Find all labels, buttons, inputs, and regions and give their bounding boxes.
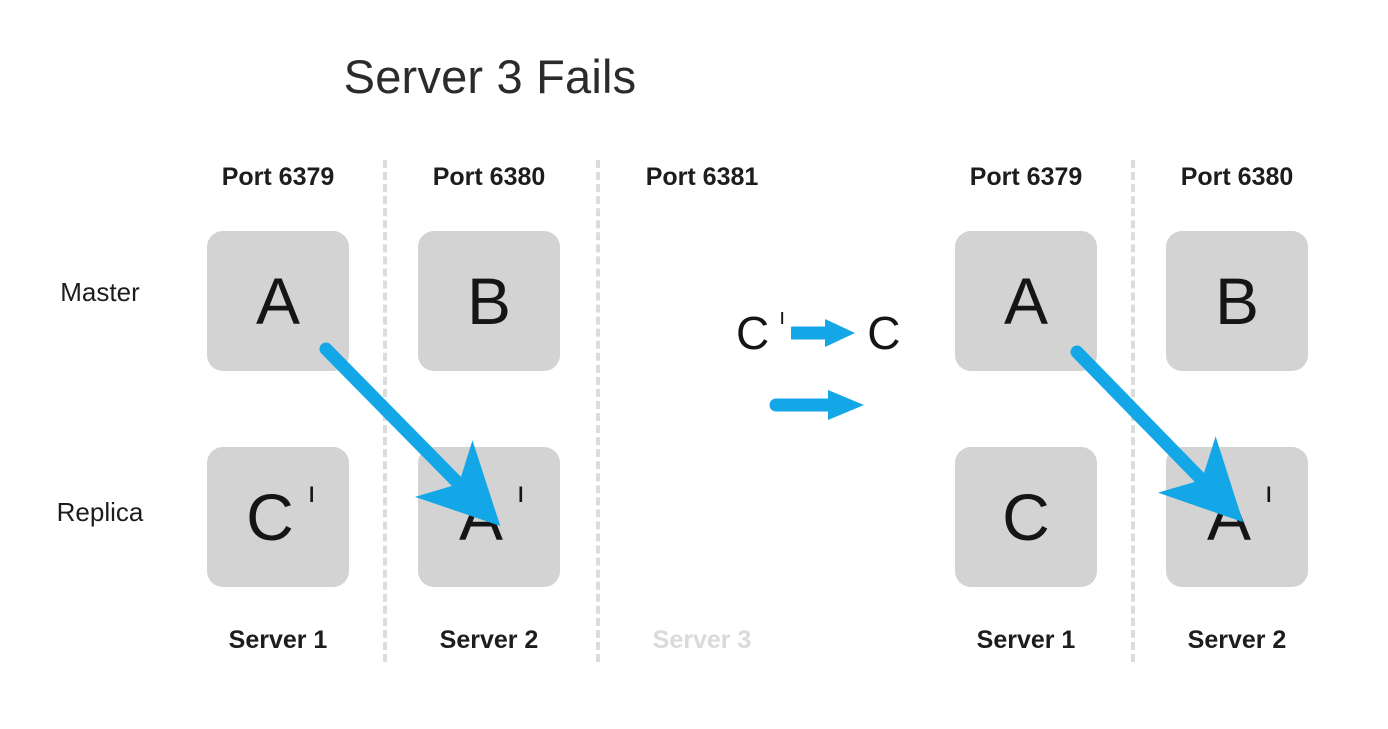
- server-label-before-1: Server 1: [228, 626, 328, 654]
- row-label-replica: Replica: [56, 497, 144, 527]
- prime-mark: ı: [516, 476, 526, 509]
- prime-mark: ı: [779, 304, 786, 329]
- port-label-before-1: Port 6379: [221, 163, 335, 191]
- server-label-after-1: Server 1: [976, 626, 1076, 654]
- column-divider-before-1-2: [383, 160, 387, 662]
- server-label-after-2: Server 2: [1187, 626, 1287, 654]
- port-label-before-2: Port 6380: [432, 163, 546, 191]
- port-label-after-1: Port 6379: [969, 163, 1083, 191]
- node-glyph: B: [466, 264, 512, 338]
- node-glyph: C: [1002, 480, 1050, 554]
- server-label-before-3: Server 3: [652, 626, 752, 654]
- node-before-server2-master[interactable]: B: [418, 231, 560, 371]
- node-glyph: A: [255, 264, 301, 338]
- page-title: Server 3 Fails: [343, 50, 637, 103]
- node-after-server1-master[interactable]: A: [955, 231, 1097, 371]
- node-after-server1-replica[interactable]: C: [955, 447, 1097, 587]
- transition-second-arrow-icon: [769, 390, 864, 420]
- right-arrow-icon: [791, 319, 856, 347]
- node-glyph: B: [1214, 264, 1260, 338]
- row-label-master: Master: [60, 277, 140, 307]
- transition-to-term: C: [867, 307, 901, 359]
- column-divider-before-2-3: [596, 160, 600, 662]
- node-before-server1-master[interactable]: A: [207, 231, 349, 371]
- node-after-server2-master[interactable]: B: [1166, 231, 1308, 371]
- prime-mark: ı: [1264, 476, 1274, 509]
- prime-mark: ı: [307, 476, 316, 509]
- column-divider-after-1-2: [1131, 160, 1135, 662]
- server-label-before-2: Server 2: [439, 626, 539, 654]
- node-glyph: A: [1003, 264, 1049, 338]
- port-label-before-3: Port 6381: [645, 163, 759, 191]
- port-label-after-2: Port 6380: [1180, 163, 1294, 191]
